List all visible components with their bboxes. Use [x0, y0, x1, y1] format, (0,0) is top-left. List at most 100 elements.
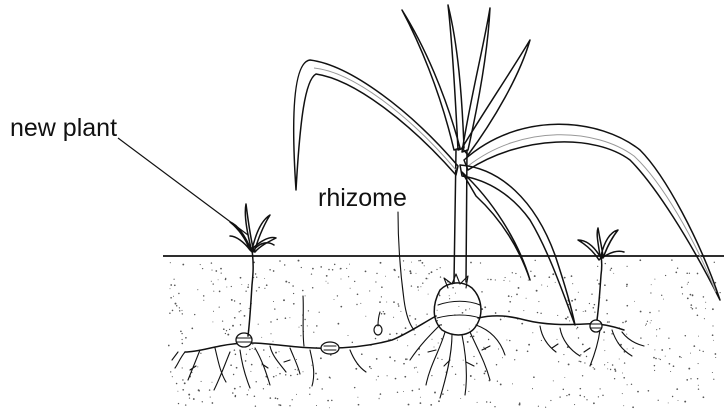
soil-speckle — [615, 370, 617, 372]
soil-speckle — [303, 371, 304, 372]
soil-speckle — [678, 400, 679, 401]
soil-speckle — [191, 328, 193, 330]
soil-speckle — [379, 301, 381, 303]
soil-speckle — [528, 344, 530, 346]
soil-speckle — [301, 267, 302, 268]
soil-speckle — [568, 394, 570, 396]
soil-speckle — [603, 331, 605, 333]
soil-speckle — [541, 340, 542, 341]
soil-speckle — [668, 338, 669, 339]
soil-speckle — [463, 384, 464, 385]
soil-speckle — [309, 394, 310, 395]
soil-speckle — [578, 292, 579, 293]
soil-speckle — [263, 349, 265, 351]
soil-speckle — [658, 310, 659, 311]
soil-speckle — [593, 367, 594, 368]
soil-speckle — [438, 342, 439, 343]
soil-speckle — [515, 273, 516, 274]
soil-speckle — [518, 287, 520, 289]
soil-speckle — [349, 264, 350, 265]
soil-speckle — [365, 271, 367, 273]
soil-speckle — [557, 315, 558, 316]
soil-speckle — [255, 381, 256, 382]
soil-speckle — [312, 287, 314, 289]
soil-speckle — [703, 396, 705, 398]
soil-speckle — [299, 327, 300, 328]
soil-speckle — [211, 270, 212, 271]
soil-speckle — [580, 361, 582, 363]
soil-speckle — [277, 398, 278, 399]
soil-speckle — [317, 378, 319, 380]
soil-speckle — [538, 406, 539, 407]
soil-speckle — [249, 308, 250, 309]
soil-speckle — [396, 333, 398, 335]
soil-speckle — [397, 340, 398, 341]
soil-speckle — [320, 357, 322, 359]
soil-speckle — [258, 324, 259, 325]
soil-speckle — [477, 402, 478, 403]
soil-speckle — [418, 260, 419, 261]
soil-speckle — [182, 264, 184, 266]
soil-speckle — [622, 373, 623, 374]
soil-speckle — [411, 285, 412, 286]
soil-speckle — [508, 311, 510, 313]
soil-speckle — [626, 284, 628, 286]
soil-speckle — [269, 269, 271, 271]
soil-speckle — [416, 273, 417, 274]
soil-speckle — [225, 333, 226, 334]
soil-speckle — [668, 402, 669, 403]
soil-speckle — [631, 384, 632, 385]
soil-speckle — [437, 358, 438, 359]
soil-speckle — [715, 357, 716, 358]
soil-speckle — [422, 283, 423, 284]
soil-speckle — [462, 312, 464, 314]
soil-speckle — [647, 321, 648, 322]
soil-speckle — [486, 401, 487, 402]
soil-speckle — [321, 388, 322, 389]
soil-speckle — [256, 277, 257, 278]
soil-speckle — [685, 335, 686, 336]
soil-speckle — [622, 322, 624, 324]
soil-speckle — [474, 379, 475, 380]
new-plant-left-leaves — [230, 204, 276, 252]
soil-speckle — [411, 262, 412, 263]
soil-speckle — [422, 262, 424, 264]
soil-speckle — [500, 383, 502, 385]
soil-speckle — [270, 397, 272, 399]
soil-speckle — [410, 272, 412, 274]
soil-speckle — [646, 323, 647, 324]
soil-speckle — [176, 383, 178, 385]
soil-speckle — [442, 393, 444, 395]
soil-speckle — [341, 279, 342, 280]
soil-speckle — [241, 284, 242, 285]
soil-speckle — [613, 273, 614, 274]
soil-speckle — [495, 279, 496, 280]
soil-speckle — [203, 300, 204, 301]
soil-speckle — [648, 344, 649, 345]
soil-speckle — [532, 332, 533, 333]
soil-speckle — [425, 278, 427, 280]
soil-speckle — [622, 393, 623, 394]
soil-speckle — [220, 268, 222, 270]
soil-speckle — [316, 325, 318, 327]
soil-speckle — [357, 293, 359, 295]
soil-speckle — [270, 321, 271, 322]
soil-speckle — [201, 381, 202, 382]
soil-speckle — [625, 321, 626, 322]
soil-speckle — [397, 303, 399, 305]
soil-speckle — [266, 284, 268, 286]
soil-speckle — [713, 379, 714, 380]
soil-speckle — [170, 284, 172, 286]
soil-speckle — [555, 282, 556, 283]
soil-speckle — [681, 357, 682, 358]
soil-speckle — [691, 307, 692, 308]
soil-speckle — [426, 313, 427, 314]
soil-speckle — [574, 299, 576, 301]
soil-speckle — [671, 259, 672, 260]
soil-speckle — [285, 281, 287, 283]
soil-speckle — [176, 305, 178, 307]
soil-speckle — [252, 348, 253, 349]
soil-speckle — [263, 388, 264, 389]
soil-speckle — [552, 273, 554, 275]
soil-speckle — [697, 273, 699, 275]
